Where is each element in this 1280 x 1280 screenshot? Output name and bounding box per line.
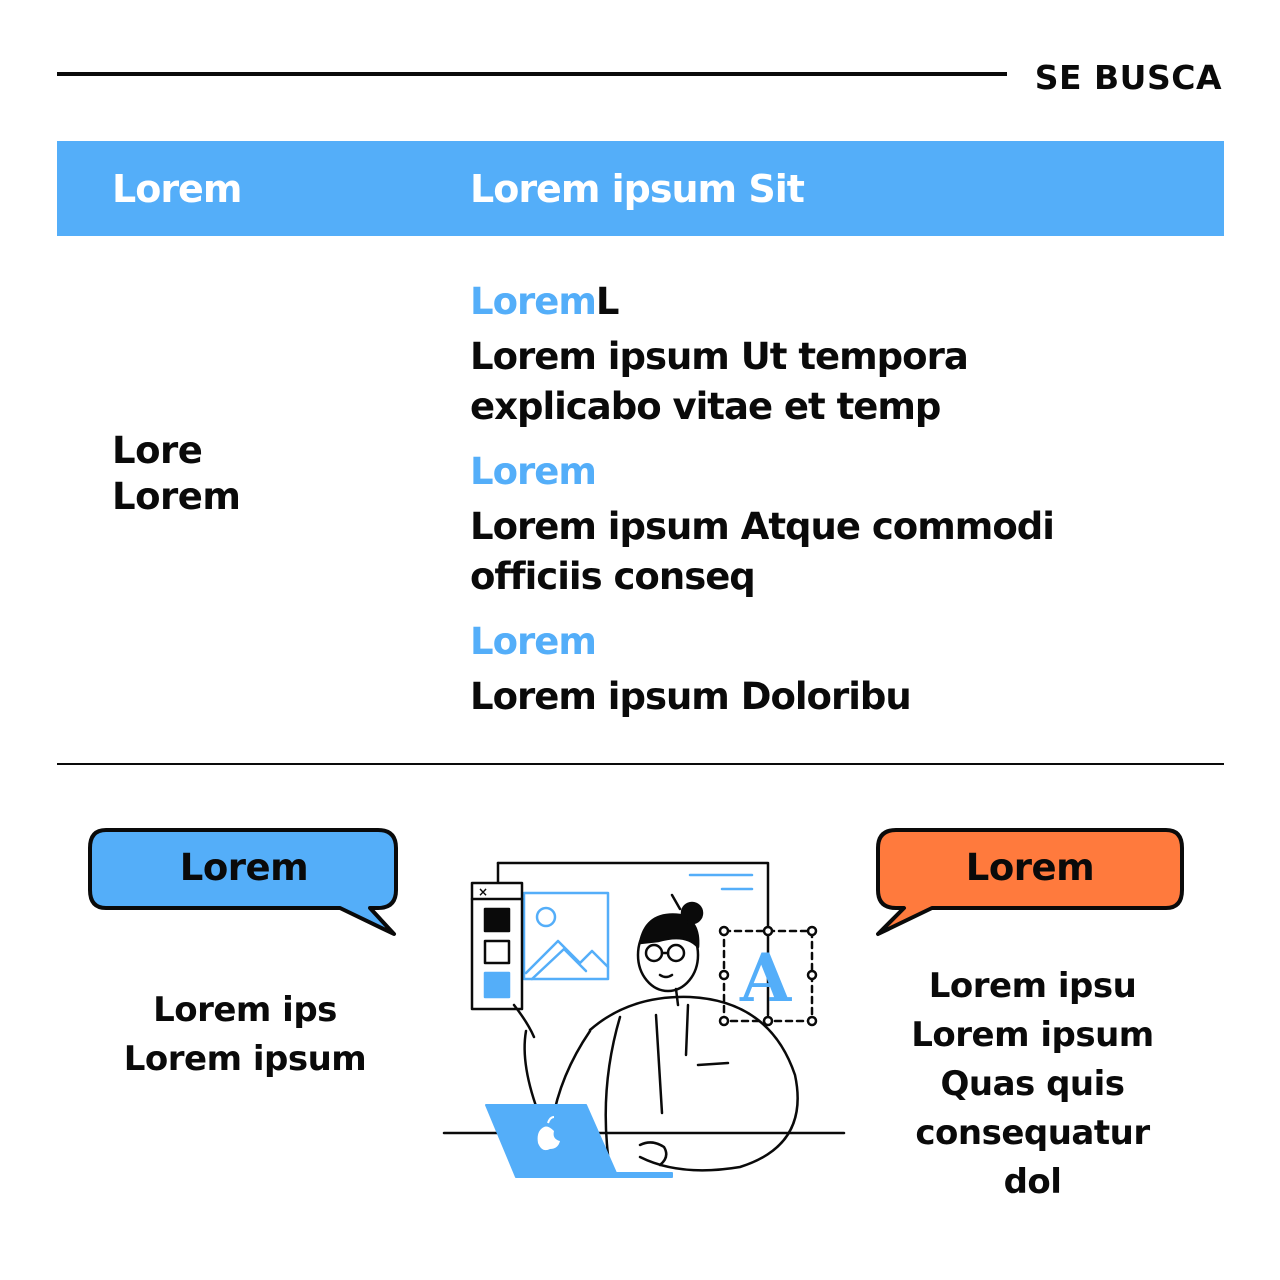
entry-list: LoremL Lorem ipsum Ut tempora explicabo … [470, 280, 1210, 740]
left-bubble-label: Lorem [179, 846, 309, 889]
entry-title: LoremL [470, 280, 620, 323]
right-speech-bubble: Lorem [874, 828, 1186, 938]
entry: Lorem Lorem ipsum Atque commodi officiis… [470, 450, 1210, 602]
column-header-1: Lorem [112, 167, 242, 211]
entry-text: Lorem ipsum Doloribu [470, 675, 912, 718]
designer-illustration: A × [440, 855, 850, 1189]
right-bubble-label: Lorem [965, 846, 1095, 889]
left-speech-bubble: Lorem [88, 828, 400, 938]
entry: Lorem Lorem ipsum Doloribu [470, 620, 1210, 722]
entry-text: Lorem ipsum Ut tempora explicabo vitae e… [470, 335, 969, 428]
row-label: Lore Lorem [112, 428, 241, 520]
speech-bubble-icon [88, 828, 398, 936]
window-close-icon: × [478, 885, 488, 899]
entry-title-suffix: L [595, 280, 620, 323]
left-caption: Lorem ips Lorem ipsum [123, 990, 367, 1079]
row-label-line-2: Lorem [112, 475, 241, 518]
speech-bubble-icon [876, 828, 1184, 936]
section-divider [57, 763, 1224, 765]
typography-letter: A [739, 939, 792, 1017]
entry: LoremL Lorem ipsum Ut tempora explicabo … [470, 280, 1210, 432]
designer-at-laptop-icon: A × [442, 861, 846, 1178]
top-divider [57, 72, 1007, 76]
entry-title: Lorem [470, 620, 597, 663]
right-caption: Lorem ipsu Lorem ipsum Quas quis consequ… [911, 966, 1154, 1202]
table-header: Lorem Lorem ipsum Sit [57, 141, 1224, 236]
entry-text: Lorem ipsum Atque commodi officiis conse… [470, 505, 1055, 598]
column-header-2: Lorem ipsum Sit [470, 167, 805, 211]
entry-title: Lorem [470, 450, 597, 493]
row-label-line-1: Lore [112, 429, 203, 472]
page-tag: SE BUSCA [1034, 58, 1222, 97]
